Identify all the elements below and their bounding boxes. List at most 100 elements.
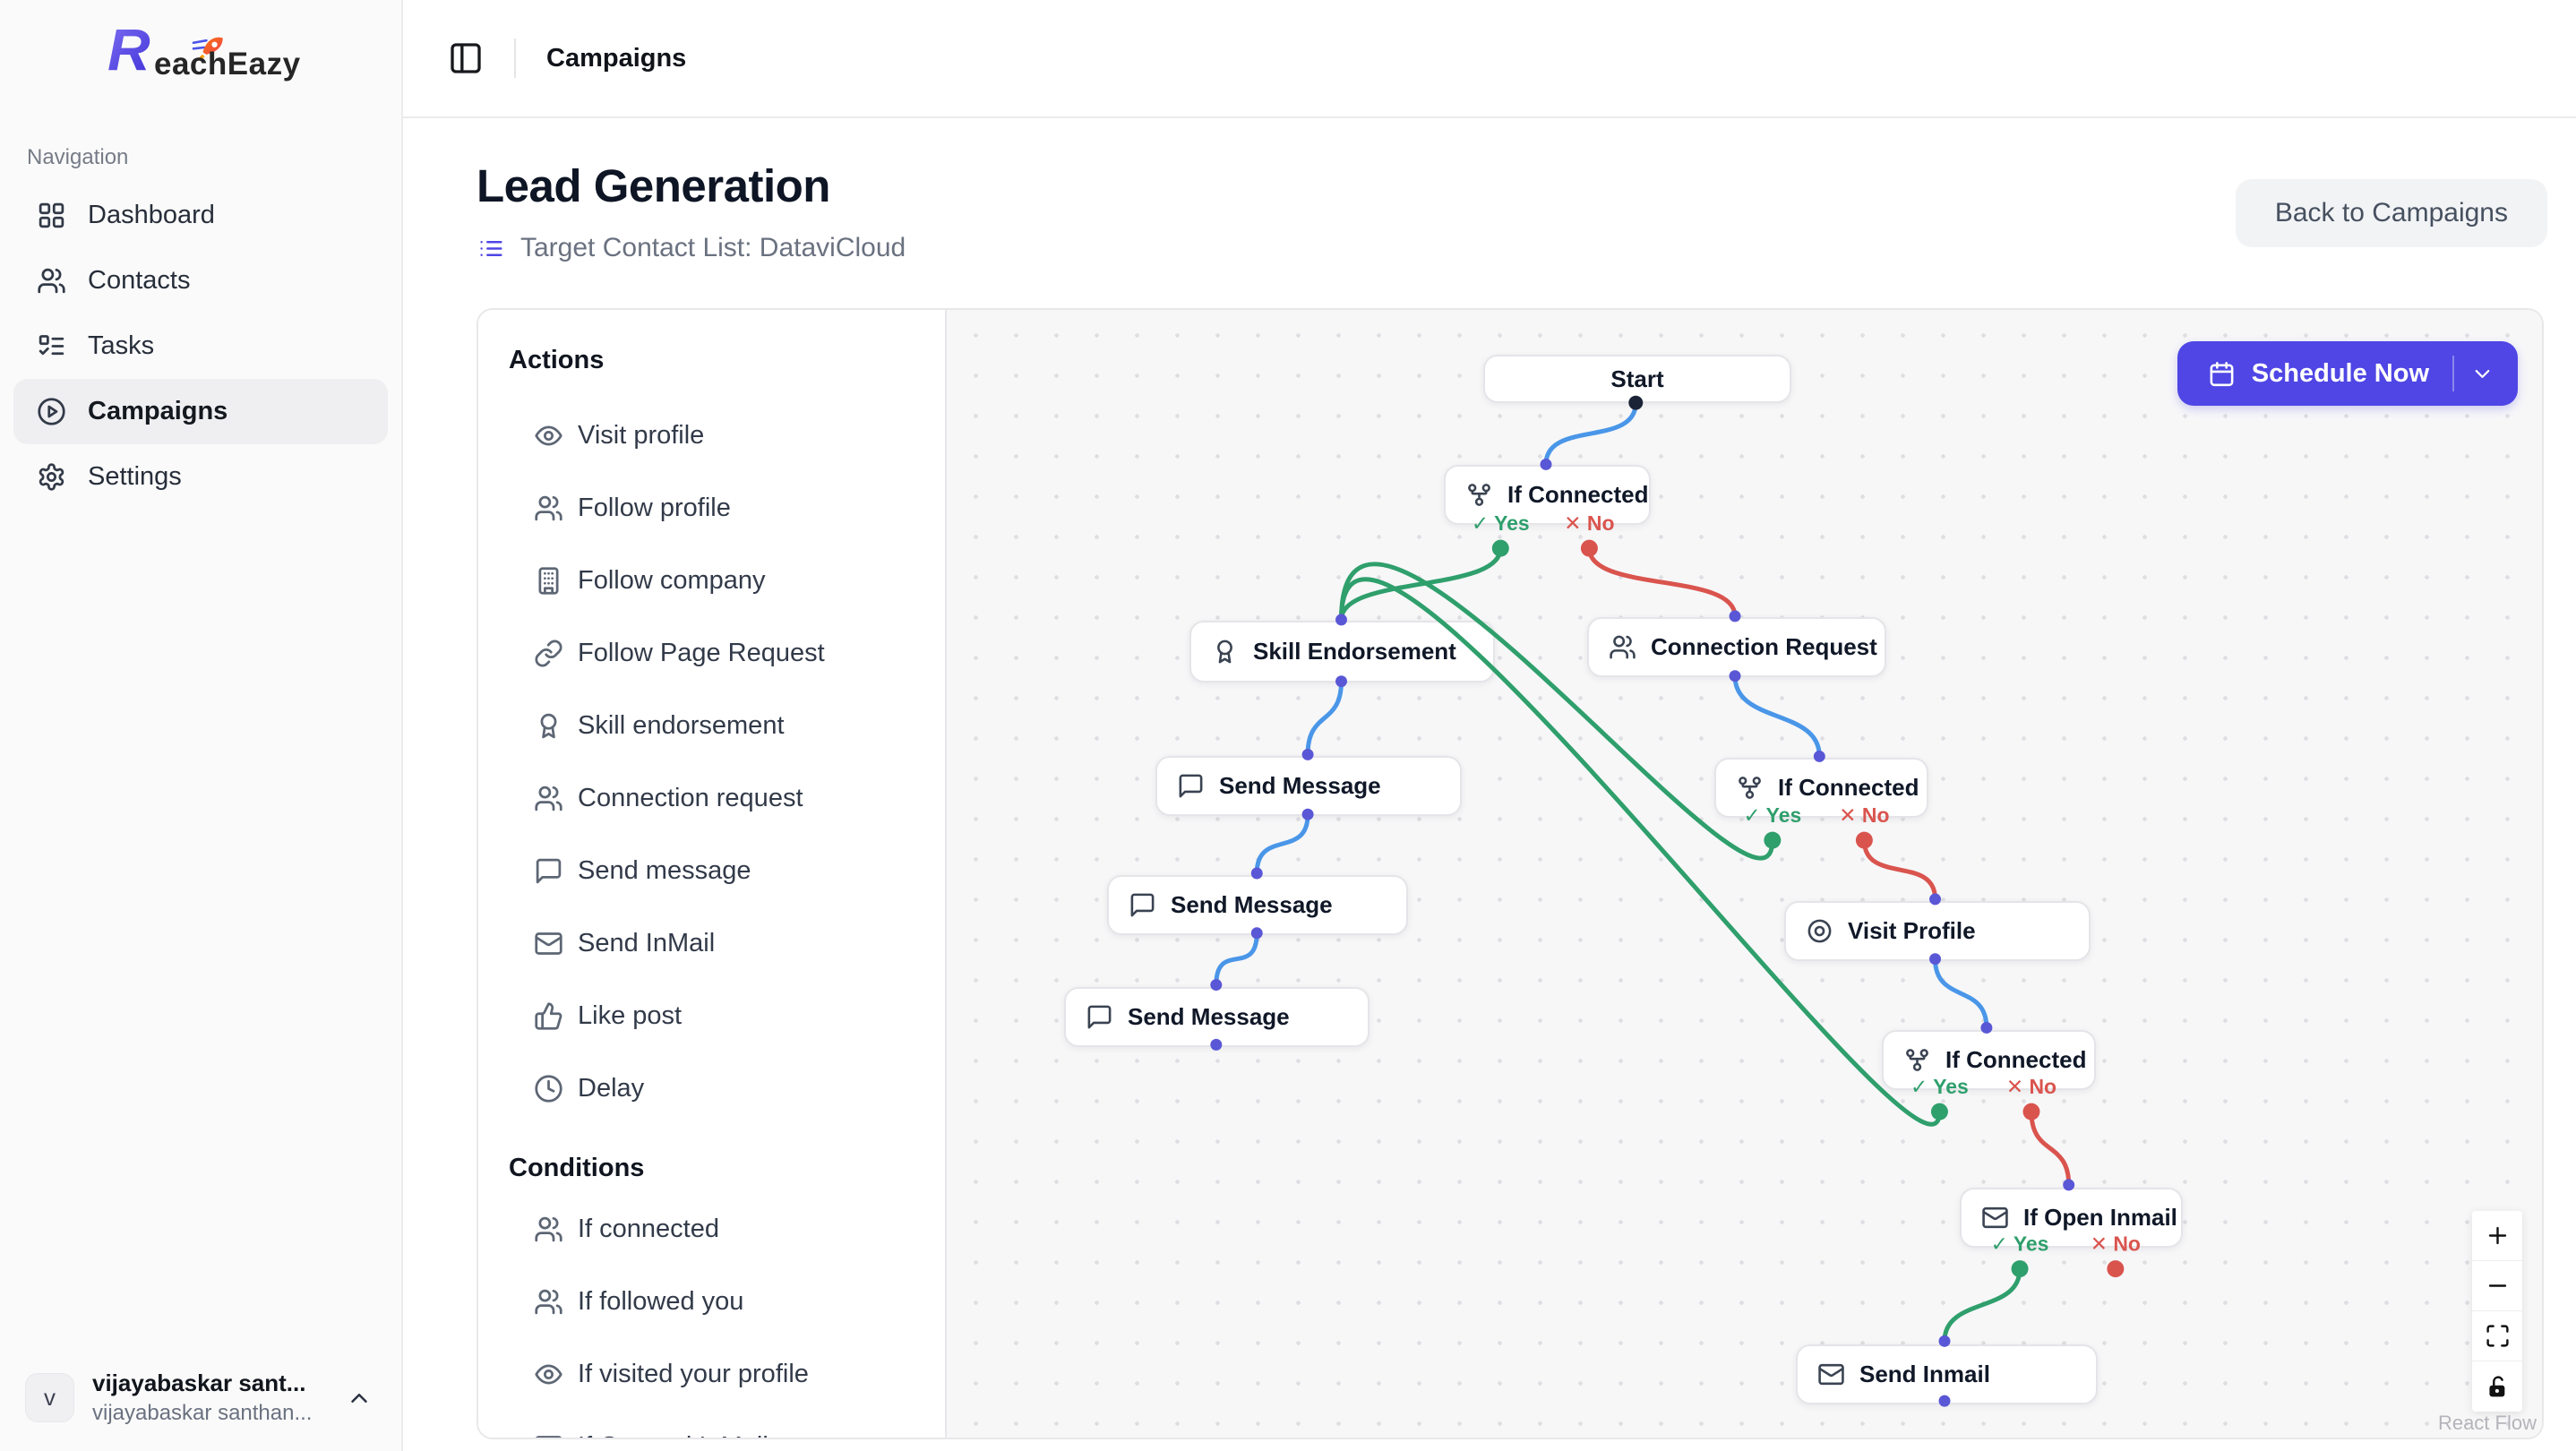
action-item-follow-page-request[interactable]: Follow Page Request	[478, 617, 945, 690]
gear-icon	[37, 462, 66, 492]
flow-edge-sm2-sm3	[1214, 931, 1259, 988]
handle-yes[interactable]	[1491, 539, 1509, 557]
mail-icon	[1817, 1361, 1845, 1388]
node-label: Visit Profile	[1848, 917, 1976, 944]
flow-node-sm2-send-message[interactable]: Send Message	[1107, 875, 1408, 935]
user-name: vijayabaskar sant...	[92, 1369, 306, 1396]
palette-item-label: Send InMail	[578, 929, 716, 957]
handle-no[interactable]	[1855, 831, 1873, 849]
node-label: If Connected	[1778, 774, 1919, 801]
award-icon	[1211, 638, 1239, 665]
handle-no[interactable]	[2022, 1103, 2040, 1120]
palette-item-label: Send message	[578, 856, 751, 885]
flow-node-vp-visit-profile[interactable]: Visit Profile	[1784, 901, 2091, 961]
brand: R eachEazy	[0, 0, 401, 118]
flow-node-ic3-if-connected[interactable]: If Connected	[1882, 1030, 2096, 1090]
handle-yes[interactable]	[1764, 831, 1782, 849]
sidebar-item-settings[interactable]: Settings	[13, 444, 388, 510]
handle-no[interactable]	[1580, 539, 1598, 557]
palette-item-label: Delay	[578, 1074, 645, 1103]
actions-title: Actions	[509, 346, 605, 374]
brand-logo[interactable]: R eachEazy	[107, 20, 305, 82]
schedule-now-label: Schedule Now	[2251, 358, 2429, 388]
lock-button[interactable]	[2472, 1361, 2522, 1412]
node-label: Send Message	[1219, 772, 1381, 799]
sidebar-item-campaigns[interactable]: Campaigns	[13, 379, 388, 444]
action-item-delay[interactable]: Delay	[478, 1052, 945, 1125]
git-fork-icon	[1465, 481, 1493, 509]
page-subtitle: Target Contact List: DataviCloud	[478, 233, 906, 263]
user-meta: vijayabaskar sant... vijayabaskar santha…	[92, 1369, 312, 1426]
schedule-button-divider	[2452, 356, 2454, 391]
users-icon	[534, 494, 563, 523]
flow-node-se-skill-endorsement[interactable]: Skill Endorsement	[1189, 621, 1495, 683]
handle-yes[interactable]	[2011, 1260, 2029, 1278]
user-menu[interactable]: v vijayabaskar sant... vijayabaskar sant…	[0, 1348, 401, 1451]
sidebar-toggle-icon[interactable]	[448, 40, 484, 76]
back-to-campaigns-button[interactable]: Back to Campaigns	[2235, 179, 2547, 247]
message-square-icon	[1086, 1003, 1113, 1031]
flow-node-sm3-send-message[interactable]: Send Message	[1064, 987, 1370, 1047]
zoom-in-button[interactable]	[2472, 1211, 2522, 1261]
palette-item-label: If connected	[578, 1215, 719, 1243]
flow-node-ic1-if-connected[interactable]: If Connected	[1444, 465, 1651, 525]
flow-edge-start-ic1	[1543, 400, 1638, 467]
action-item-like-post[interactable]: Like post	[478, 980, 945, 1052]
chevron-up-icon[interactable]	[346, 1385, 373, 1412]
user-subtitle: vijayabaskar santhan...	[92, 1401, 313, 1425]
flow-node-start-start[interactable]: Start	[1483, 355, 1791, 403]
flow-node-ic2-if-connected[interactable]: If Connected	[1714, 758, 1928, 818]
flow-node-si-send-inmail[interactable]: Send Inmail	[1796, 1344, 2098, 1404]
zoom-out-button[interactable]	[2472, 1261, 2522, 1311]
node-label: Skill Endorsement	[1253, 638, 1456, 665]
action-item-follow-company[interactable]: Follow company	[478, 545, 945, 617]
sidebar-item-label: Campaigns	[88, 397, 228, 425]
condition-item-if-opened-inmail[interactable]: If Opened InMail	[478, 1411, 945, 1438]
sidebar-item-tasks[interactable]: Tasks	[13, 313, 388, 379]
node-label: If Connected	[1507, 481, 1649, 508]
action-item-connection-request[interactable]: Connection request	[478, 762, 945, 835]
flow-edge-vp-ic3	[1933, 957, 1989, 1030]
condition-item-if-connected[interactable]: If connected	[478, 1193, 945, 1266]
handle-no[interactable]	[2107, 1260, 2125, 1278]
sidebar-item-dashboard[interactable]: Dashboard	[13, 183, 388, 248]
action-item-skill-endorsement[interactable]: Skill endorsement	[478, 690, 945, 762]
flow-node-ioi-if-open-inmail[interactable]: If Open Inmail	[1960, 1188, 2183, 1248]
action-item-follow-profile[interactable]: Follow profile	[478, 472, 945, 545]
award-icon	[534, 711, 563, 741]
action-item-send-inmail[interactable]: Send InMail	[478, 907, 945, 980]
chevron-down-icon[interactable]	[2470, 362, 2494, 386]
handle-yes[interactable]	[1930, 1103, 1948, 1120]
sidebar-item-contacts[interactable]: Contacts	[13, 248, 388, 313]
mail-icon	[534, 1432, 563, 1438]
eye-icon	[534, 1360, 563, 1389]
message-square-icon	[534, 856, 563, 886]
users-icon	[1609, 633, 1636, 661]
flow-node-cr-connection-request[interactable]: Connection Request	[1587, 617, 1886, 677]
message-square-icon	[1129, 891, 1156, 919]
content: Lead Generation Target Contact List: Dat…	[403, 118, 2576, 1451]
rocket-icon	[190, 32, 228, 67]
palette-item-label: Visit profile	[578, 421, 705, 450]
conditions-title: Conditions	[509, 1154, 645, 1182]
list-icon	[478, 236, 504, 262]
schedule-now-button[interactable]: Schedule Now	[2177, 341, 2518, 406]
palette-item-label: Connection request	[578, 784, 803, 812]
node-label: If Open Inmail	[2023, 1204, 2177, 1231]
fit-view-button[interactable]	[2472, 1311, 2522, 1361]
palette-item-label: Like post	[578, 1001, 683, 1030]
action-item-visit-profile[interactable]: Visit profile	[478, 399, 945, 472]
flow-node-sm1-send-message[interactable]: Send Message	[1155, 756, 1462, 816]
action-item-send-message[interactable]: Send message	[478, 835, 945, 907]
message-square-icon	[1177, 772, 1205, 800]
palette-item-label: Follow profile	[578, 494, 731, 522]
node-label: Send Message	[1128, 1003, 1290, 1030]
flow-controls	[2472, 1211, 2522, 1412]
condition-item-if-followed-you[interactable]: If followed you	[478, 1266, 945, 1338]
condition-item-if-visited-your-profile[interactable]: If visited your profile	[478, 1338, 945, 1411]
sidebar-item-label: Contacts	[88, 266, 191, 295]
